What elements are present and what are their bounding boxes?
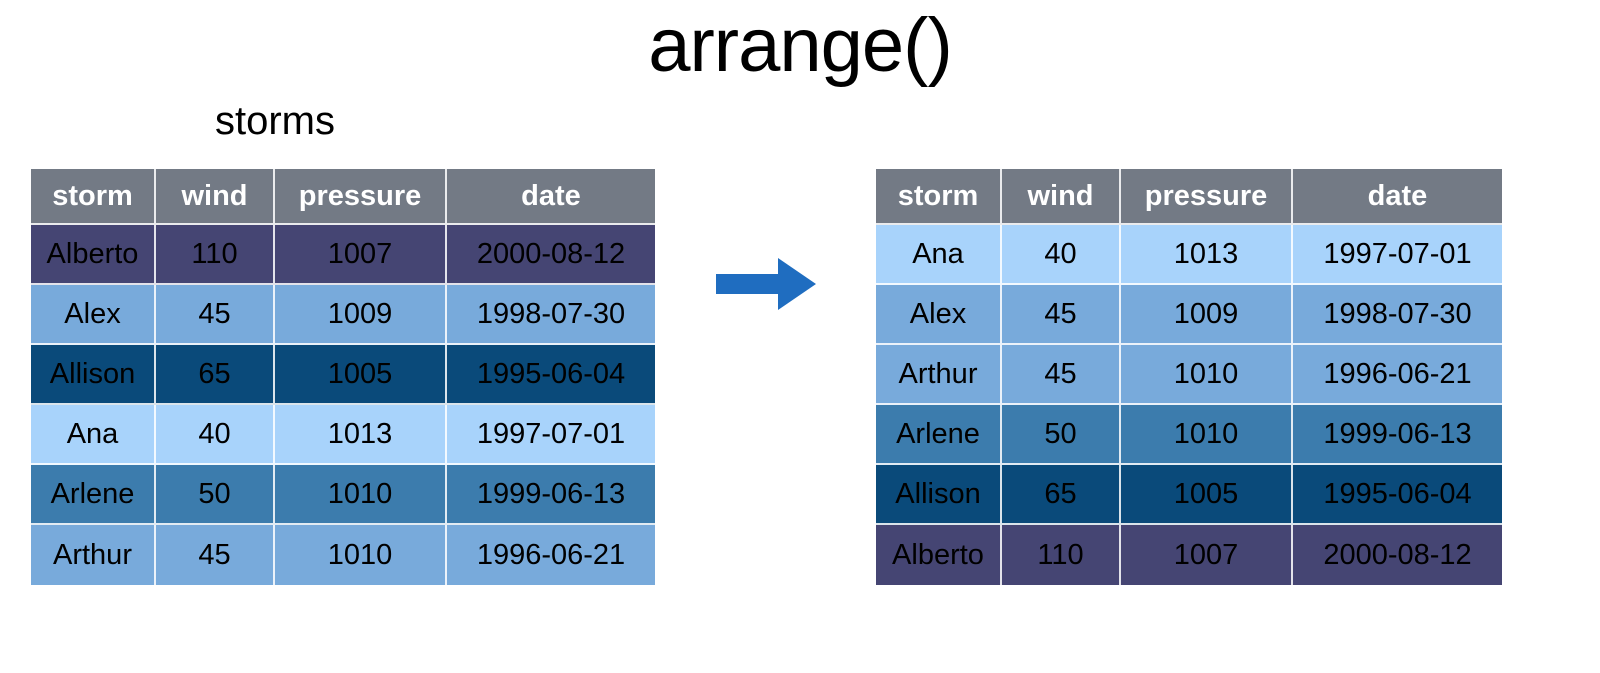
source-cell-pressure: 1007: [275, 225, 447, 285]
source-cell-pressure: 1010: [275, 465, 447, 525]
result-cell-wind: 45: [1002, 285, 1121, 345]
result-cell-date: 2000-08-12: [1293, 525, 1502, 585]
source-cell-pressure: 1009: [275, 285, 447, 345]
result-column-header-storm: storm: [876, 169, 1002, 225]
source-cell-pressure: 1005: [275, 345, 447, 405]
source-cell-wind: 45: [156, 525, 275, 585]
result-cell-storm: Arlene: [876, 405, 1002, 465]
result-cell-storm: Allison: [876, 465, 1002, 525]
result-cell-wind: 45: [1002, 345, 1121, 405]
result-cell-date: 1996-06-21: [1293, 345, 1502, 405]
result-cell-storm: Alex: [876, 285, 1002, 345]
source-cell-date: 1997-07-01: [447, 405, 655, 465]
result-cell-pressure: 1009: [1121, 285, 1293, 345]
source-cell-wind: 45: [156, 285, 275, 345]
result-cell-storm: Alberto: [876, 525, 1002, 585]
result-cell-date: 1999-06-13: [1293, 405, 1502, 465]
result-column-header-wind: wind: [1002, 169, 1121, 225]
source-cell-wind: 50: [156, 465, 275, 525]
result-cell-storm: Arthur: [876, 345, 1002, 405]
source-cell-date: 1996-06-21: [447, 525, 655, 585]
result-cell-pressure: 1005: [1121, 465, 1293, 525]
result-cell-pressure: 1013: [1121, 225, 1293, 285]
source-cell-pressure: 1013: [275, 405, 447, 465]
result-cell-wind: 50: [1002, 405, 1121, 465]
source-cell-date: 1998-07-30: [447, 285, 655, 345]
source-column-header-date: date: [447, 169, 655, 225]
source-column-header-storm: storm: [31, 169, 156, 225]
source-cell-storm: Alex: [31, 285, 156, 345]
source-column-header-pressure: pressure: [275, 169, 447, 225]
source-cell-date: 1999-06-13: [447, 465, 655, 525]
page-title: arrange(): [648, 3, 953, 88]
result-cell-date: 1995-06-04: [1293, 465, 1502, 525]
result-cell-date: 1997-07-01: [1293, 225, 1502, 285]
source-cell-date: 1995-06-04: [447, 345, 655, 405]
result-cell-wind: 110: [1002, 525, 1121, 585]
result-cell-wind: 40: [1002, 225, 1121, 285]
result-cell-pressure: 1010: [1121, 345, 1293, 405]
source-cell-storm: Arthur: [31, 525, 156, 585]
source-cell-pressure: 1010: [275, 525, 447, 585]
result-cell-date: 1998-07-30: [1293, 285, 1502, 345]
result-cell-storm: Ana: [876, 225, 1002, 285]
source-cell-date: 2000-08-12: [447, 225, 655, 285]
source-cell-storm: Arlene: [31, 465, 156, 525]
result-cell-pressure: 1010: [1121, 405, 1293, 465]
source-cell-wind: 110: [156, 225, 275, 285]
source-column-header-wind: wind: [156, 169, 275, 225]
source-cell-storm: Allison: [31, 345, 156, 405]
result-column-header-pressure: pressure: [1121, 169, 1293, 225]
result-cell-pressure: 1007: [1121, 525, 1293, 585]
source-cell-storm: Alberto: [31, 225, 156, 285]
source-cell-wind: 40: [156, 405, 275, 465]
source-table-caption: storms: [215, 99, 335, 143]
source-cell-wind: 65: [156, 345, 275, 405]
right-arrow-icon: [716, 256, 816, 312]
result-column-header-date: date: [1293, 169, 1502, 225]
source-cell-storm: Ana: [31, 405, 156, 465]
result-cell-wind: 65: [1002, 465, 1121, 525]
